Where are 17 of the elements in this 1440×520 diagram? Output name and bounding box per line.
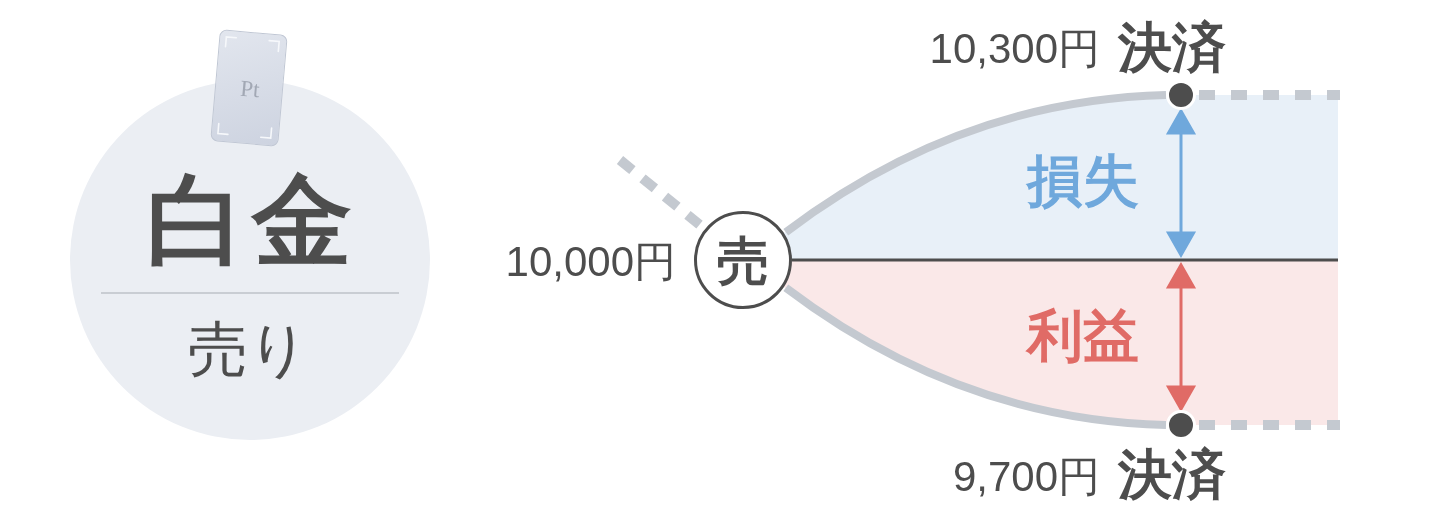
curve-line xyxy=(783,91,1167,236)
dashed-line xyxy=(616,156,703,229)
loss-label: 損失 xyxy=(1027,153,1139,209)
price-label: 10,300円 xyxy=(929,28,1100,70)
sell-label: 売 xyxy=(717,235,769,287)
position-label: 売り xyxy=(187,320,309,380)
profit-band xyxy=(784,260,1338,425)
settlement-dot xyxy=(1166,410,1196,440)
settlement-label: 決済 xyxy=(1118,447,1226,501)
profit-label: 利益 xyxy=(1027,308,1139,364)
loss-band xyxy=(784,95,1338,260)
price-label: 9,700円 xyxy=(952,456,1100,498)
settlement-label: 決済 xyxy=(1118,20,1226,74)
settlement-dot xyxy=(1166,80,1196,110)
metal-name: 白金 xyxy=(146,170,358,270)
curve-line xyxy=(783,284,1167,429)
price-label: 10,000円 xyxy=(505,241,676,283)
